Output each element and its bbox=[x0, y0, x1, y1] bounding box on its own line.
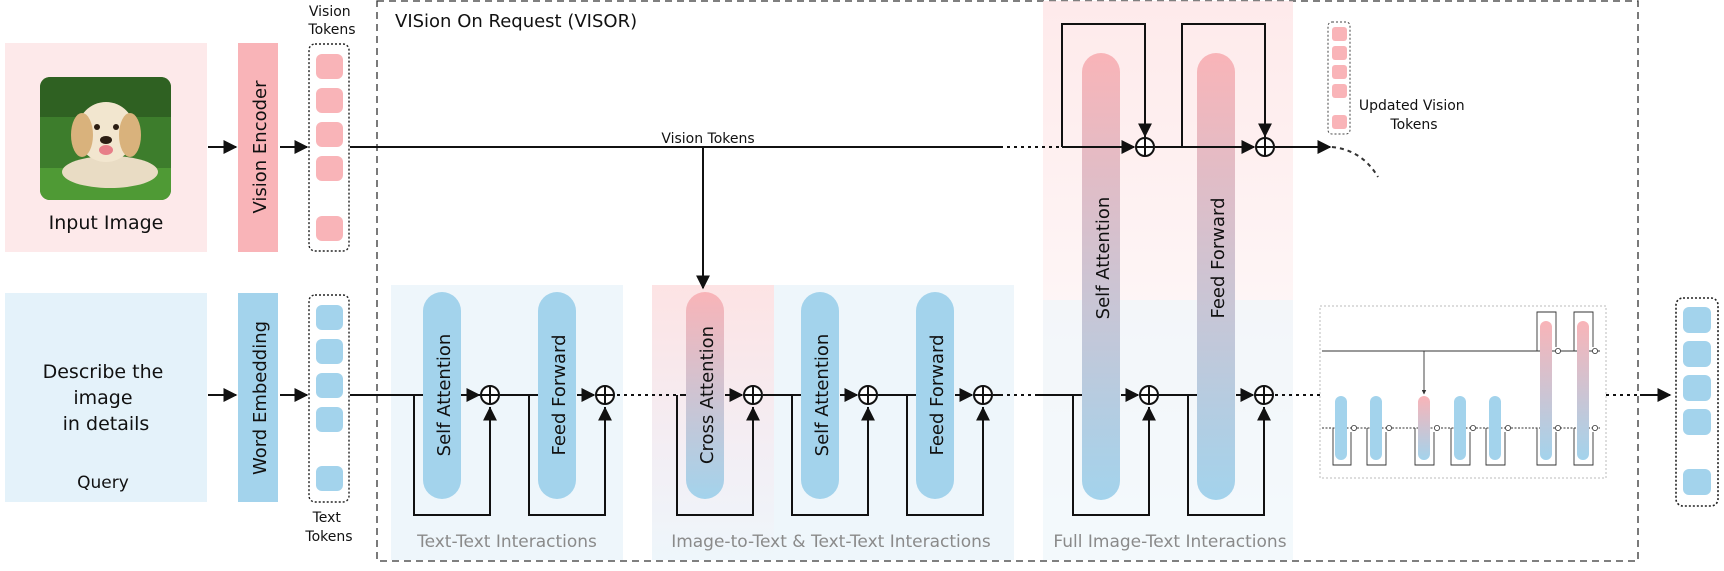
forward-arrows bbox=[462, 140, 1332, 402]
word-embedding-label: Word Embedding bbox=[250, 321, 271, 475]
residual-arrowheads bbox=[483, 123, 1272, 421]
vision-encoder-block bbox=[238, 43, 278, 252]
query-line-1: Describe the bbox=[43, 361, 164, 383]
query-line-2: image bbox=[73, 387, 132, 409]
adder-nodes bbox=[480, 137, 1275, 405]
feed-forward-label-full: Feed Forward bbox=[1208, 197, 1229, 318]
group-full-label: Full Image-Text Interactions bbox=[1053, 532, 1286, 552]
group-text-text-label: Text-Text Interactions bbox=[416, 532, 597, 552]
adder-icon bbox=[1135, 137, 1155, 157]
self-attention-block-full bbox=[1082, 53, 1120, 500]
puppy-photo bbox=[40, 77, 171, 200]
text-token-column bbox=[308, 294, 350, 503]
adder-icon bbox=[1139, 385, 1159, 405]
visor-frame bbox=[376, 0, 1639, 562]
self-attention-label-1: Self Attention bbox=[434, 334, 455, 457]
output-token-column bbox=[1675, 297, 1719, 507]
cross-attention-block bbox=[686, 292, 724, 499]
visor-title: VISion On Request (VISOR) bbox=[395, 11, 637, 32]
adder-icon bbox=[743, 385, 763, 405]
vision-continue-curve bbox=[1331, 146, 1379, 178]
self-attention-block-2 bbox=[801, 292, 839, 499]
adder-icon bbox=[480, 385, 500, 405]
cross-attention-label: Cross Attention bbox=[697, 326, 718, 464]
residual-connections bbox=[413, 23, 1266, 516]
stacked-layers-thumbnail bbox=[1319, 305, 1607, 479]
adder-icon bbox=[858, 385, 878, 405]
feed-forward-block-1 bbox=[538, 292, 576, 499]
vision-tokens-line-label: Vision Tokens bbox=[661, 131, 754, 147]
vision-tokens-heading: Vision Tokens bbox=[307, 4, 355, 38]
feed-forward-label-2: Feed Forward bbox=[927, 334, 948, 455]
text-tokens-heading: Text Tokens bbox=[304, 510, 352, 545]
adder-icon bbox=[1254, 385, 1274, 405]
query-panel bbox=[5, 293, 207, 502]
query-text: Describe the image in details bbox=[43, 361, 170, 435]
self-attention-label-full: Self Attention bbox=[1093, 197, 1114, 320]
group-image-text-label: Image-to-Text & Text-Text Interactions bbox=[671, 532, 991, 552]
feed-forward-label-1: Feed Forward bbox=[549, 334, 570, 455]
adder-icon bbox=[1255, 137, 1275, 157]
self-attention-block-1 bbox=[423, 292, 461, 499]
query-caption: Query bbox=[77, 473, 129, 493]
input-image-caption: Input Image bbox=[49, 212, 164, 234]
vision-token-column bbox=[308, 43, 350, 252]
feed-forward-block-2 bbox=[916, 292, 954, 499]
vision-encoder-label: Vision Encoder bbox=[250, 80, 271, 214]
query-line-3: in details bbox=[63, 413, 150, 435]
updated-vision-token-column bbox=[1327, 21, 1351, 135]
feed-forward-block-full bbox=[1197, 53, 1235, 500]
adder-icon bbox=[973, 385, 993, 405]
updated-vision-tokens-label: Updated Vision Tokens bbox=[1359, 98, 1469, 133]
word-embedding-block bbox=[238, 293, 278, 502]
adder-icon bbox=[595, 385, 615, 405]
self-attention-label-2: Self Attention bbox=[812, 334, 833, 457]
